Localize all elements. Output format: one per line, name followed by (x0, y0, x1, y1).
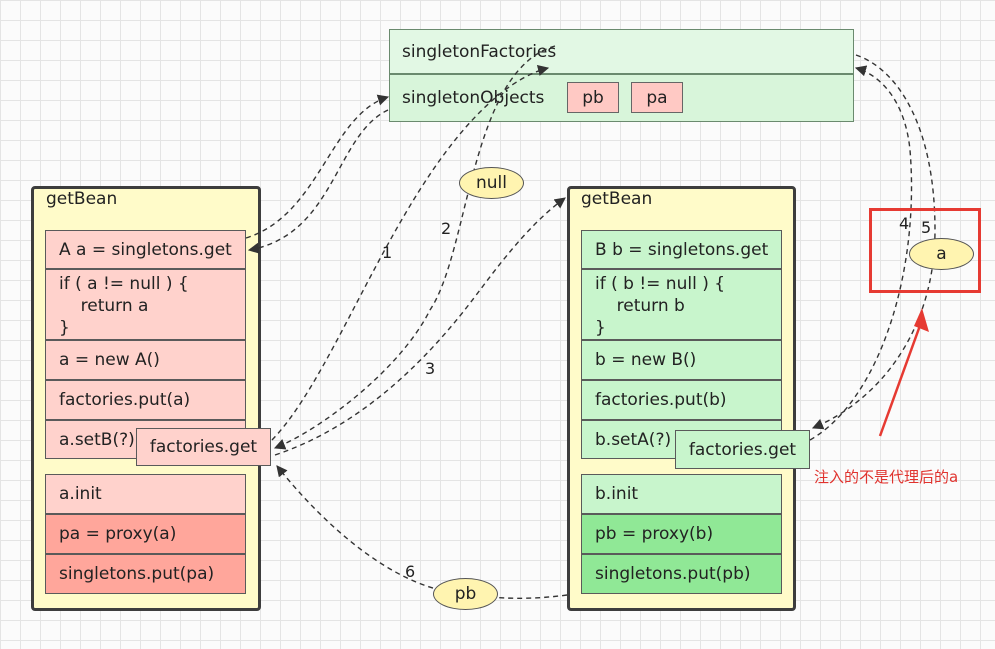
step-3: 3 (425, 359, 436, 378)
a-init-row: a.init (45, 474, 246, 514)
step-4: 4 (899, 214, 910, 233)
b-factories-put-row: factories.put(b) (581, 380, 782, 420)
singleton-factories-cell: singletonFactories (389, 29, 854, 74)
arrow-step6 (276, 465, 568, 599)
b-factories-get-box: factories.get (675, 430, 810, 469)
highlight-box (869, 208, 981, 293)
b-init-row: b.init (581, 474, 782, 514)
step-2: 2 (441, 219, 452, 238)
b-null-check-row: if ( b != null ) { return b } (581, 269, 782, 340)
a-check-line3: } (59, 318, 70, 338)
red-annotation-arrow (878, 319, 924, 437)
singleton-factories-label: singletonFactories (402, 41, 557, 62)
a-singletons-get-row: A a = singletons.get (45, 230, 246, 269)
arrow-step3 (274, 197, 566, 456)
b-check-line1: if ( b != null ) { (595, 274, 726, 294)
step-5: 5 (921, 218, 932, 237)
a-check-line1: if ( a != null ) { (59, 274, 189, 294)
b-proxy-row: pb = proxy(b) (581, 514, 782, 554)
arrow-step1 (271, 65, 550, 441)
tag-pa: pa (631, 82, 683, 113)
arrow-singleton-objects-to-a (247, 109, 389, 254)
getbean-a-title: getBean (46, 189, 118, 209)
a-proxy-row: pa = proxy(a) (45, 514, 246, 554)
a-check-line2: return a (59, 296, 149, 316)
singleton-objects-cell: singletonObjects (389, 74, 854, 122)
b-singletons-get-row: B b = singletons.get (581, 230, 782, 269)
step-6: 6 (405, 562, 416, 581)
a-null-check-row: if ( a != null ) { return a } (45, 269, 246, 340)
b-new-row: b = new B() (581, 340, 782, 380)
null-oval: null (459, 167, 524, 199)
a-new-row: a = new A() (45, 340, 246, 380)
step-1: 1 (382, 243, 393, 262)
pb-oval: pb (433, 578, 498, 610)
arrow-a-to-singleton-objects (245, 94, 390, 239)
a-factories-get-box: factories.get (136, 428, 271, 466)
a-oval: a (909, 238, 974, 270)
tag-pb: pb (567, 82, 619, 113)
singleton-objects-label: singletonObjects (402, 88, 545, 108)
a-factories-put-row: factories.put(a) (45, 380, 246, 420)
getbean-b-title: getBean (581, 189, 653, 209)
b-check-line2: return b (595, 296, 685, 316)
a-singletons-put-row: singletons.put(pa) (45, 554, 246, 594)
annotation-note: 注入的不是代理后的a (814, 468, 959, 486)
b-singletons-put-row: singletons.put(pb) (581, 554, 782, 594)
b-check-line3: } (595, 318, 606, 338)
